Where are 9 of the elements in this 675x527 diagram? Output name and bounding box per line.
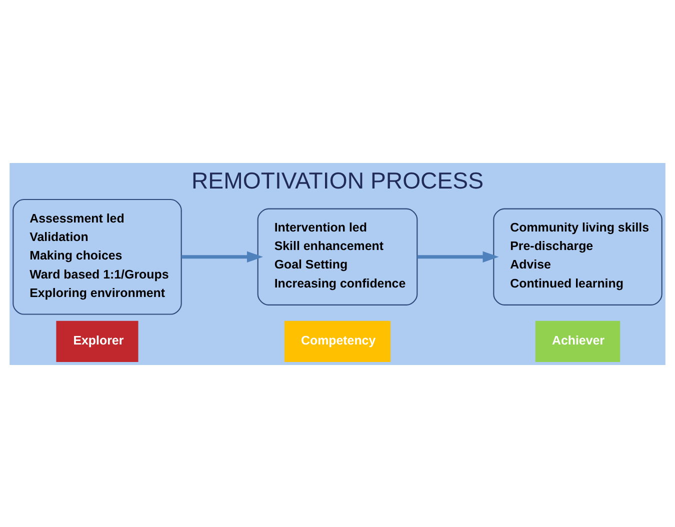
node-box: Competency bbox=[284, 320, 391, 362]
diagram-title: REMOTIVATION PROCESS bbox=[191, 167, 484, 194]
node-box: Achiever bbox=[535, 320, 620, 362]
arrow bbox=[181, 250, 264, 262]
node-box: Assessment led Validation Making choices Ward based 1:1/Groups Exploring environment bbox=[12, 198, 182, 314]
arrow bbox=[417, 250, 499, 262]
node-box: Explorer bbox=[56, 320, 138, 362]
node-box: Community living skills Pre-discharge Advise Continued learning bbox=[493, 208, 662, 305]
node-box: Intervention led Skill enhancement Goal Setting Increasing confidence bbox=[257, 208, 418, 305]
